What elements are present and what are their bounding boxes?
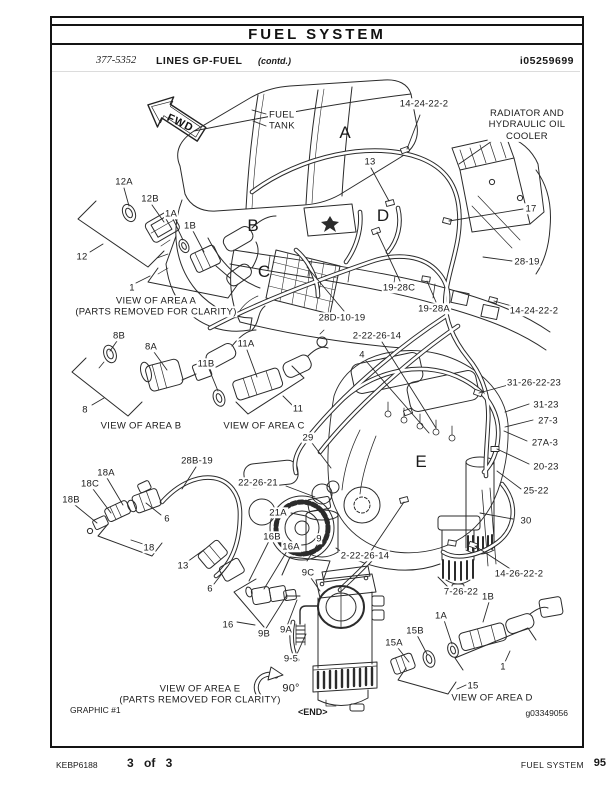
graphic-label: GRAPHIC #1 bbox=[70, 705, 121, 715]
end-marker: <END> bbox=[298, 707, 328, 717]
page-border bbox=[50, 16, 584, 748]
section-header: FUEL SYSTEM bbox=[50, 24, 584, 45]
doc-number: 377-5352 bbox=[96, 55, 137, 66]
document-title-line: 377-5352 LINES GP-FUEL (contd.) i0525969… bbox=[50, 55, 584, 69]
footer-section-label: FUEL SYSTEM bbox=[520, 760, 584, 770]
header-separator bbox=[52, 71, 580, 72]
publication-number: KEBP6188 bbox=[56, 760, 98, 770]
doc-title: LINES GP-FUEL bbox=[156, 55, 243, 67]
page-of-indicator: 3 of 3 bbox=[127, 756, 173, 770]
page-number: 95 bbox=[593, 757, 606, 769]
section-header-title: FUEL SYSTEM bbox=[248, 26, 386, 43]
doc-contd: (contd.) bbox=[258, 56, 291, 66]
media-id: i05259699 bbox=[519, 55, 574, 67]
graphic-id: g03349056 bbox=[525, 708, 568, 718]
